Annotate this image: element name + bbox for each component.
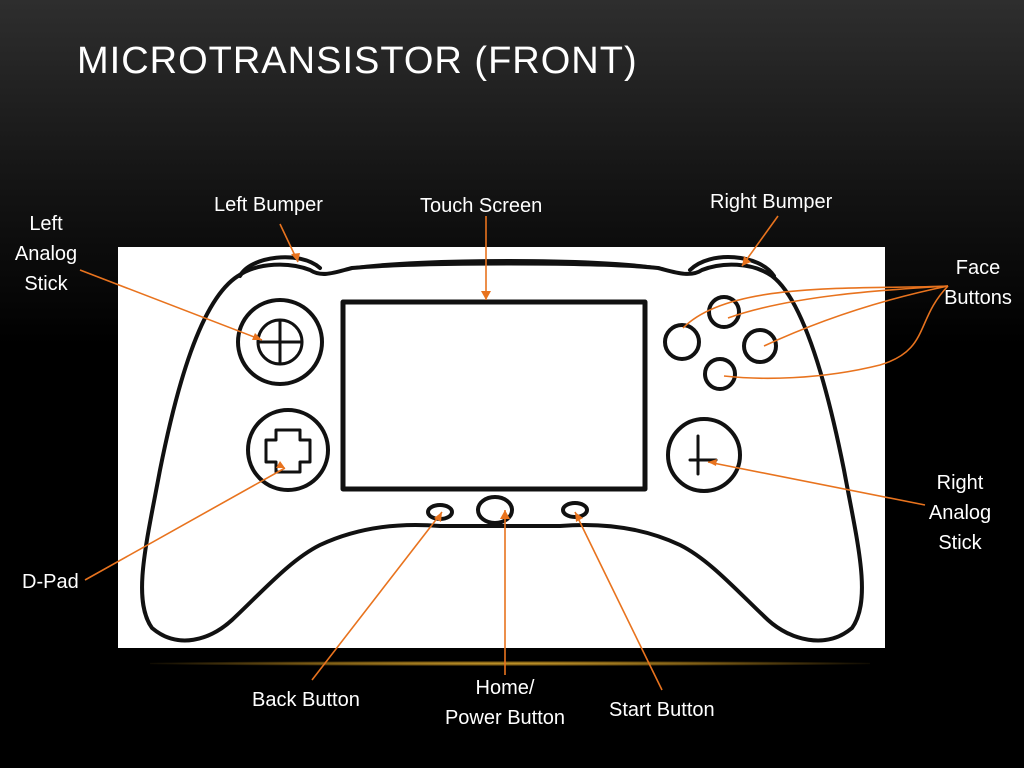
leader-d-pad: [84, 467, 286, 581]
label-left-bumper: Left Bumper: [214, 194, 323, 216]
label-right-analog-line1: Right: [936, 472, 984, 494]
leader-face-bottom: [723, 285, 949, 380]
home-button-shape: [476, 495, 514, 525]
label-face-buttons-line1: Face: [955, 257, 1001, 279]
leader-arrowheads: [252, 253, 751, 522]
label-left-analog-line2: Analog: [14, 243, 78, 265]
start-button-shape: [561, 501, 589, 519]
leader-lines: [79, 215, 949, 691]
label-right-analog-line3: Stick: [938, 532, 982, 554]
divider-rule: [150, 661, 870, 666]
label-touch-screen: Touch Screen: [420, 195, 543, 217]
left-analog-stick-shape: [236, 298, 324, 386]
controller-outline: [140, 261, 864, 643]
leader-back-button: [311, 511, 443, 681]
label-right-bumper: Right Bumper: [710, 191, 833, 213]
face-button-left: [663, 323, 701, 361]
label-left-analog-stick: Left Analog Stick: [10, 209, 82, 299]
controller-body: [140, 255, 864, 643]
label-left-analog-line3: Stick: [24, 273, 68, 295]
label-right-analog-line2: Analog: [928, 502, 992, 524]
leader-face-right: [763, 285, 949, 347]
face-button-right: [742, 328, 778, 364]
label-back-button: Back Button: [252, 689, 360, 711]
top-rim: [350, 259, 660, 270]
leader-left-analog: [79, 269, 263, 341]
label-face-buttons-line2: Buttons: [944, 287, 1012, 309]
label-home-line1: Home/: [475, 677, 535, 699]
leader-face-top: [727, 285, 949, 319]
touch-screen-shape: [340, 299, 648, 492]
label-left-analog-line1: Left: [29, 213, 63, 235]
label-home-line2: Power Button: [444, 707, 566, 729]
label-face-buttons: Face Buttons: [940, 253, 1016, 313]
slide-title: MICROTRANSISTOR (FRONT): [77, 40, 638, 82]
face-button-bottom: [703, 357, 737, 391]
right-analog-stick-shape: [666, 417, 742, 493]
leader-right-analog: [707, 461, 926, 506]
label-d-pad: D-Pad: [22, 571, 79, 593]
leader-start-button: [574, 511, 663, 691]
label-start-button: Start Button: [609, 699, 715, 721]
left-bumper-shape: [238, 255, 322, 278]
label-home-power-button: Home/ Power Button: [440, 673, 570, 733]
leader-right-bumper: [741, 215, 779, 267]
label-right-analog-stick: Right Analog Stick: [922, 468, 998, 558]
right-bumper-shape: [688, 255, 776, 278]
face-button-top: [707, 295, 741, 329]
d-pad-shape: [246, 408, 330, 492]
leader-face-left: [682, 285, 949, 329]
controller-sketch-panel: [118, 247, 885, 648]
